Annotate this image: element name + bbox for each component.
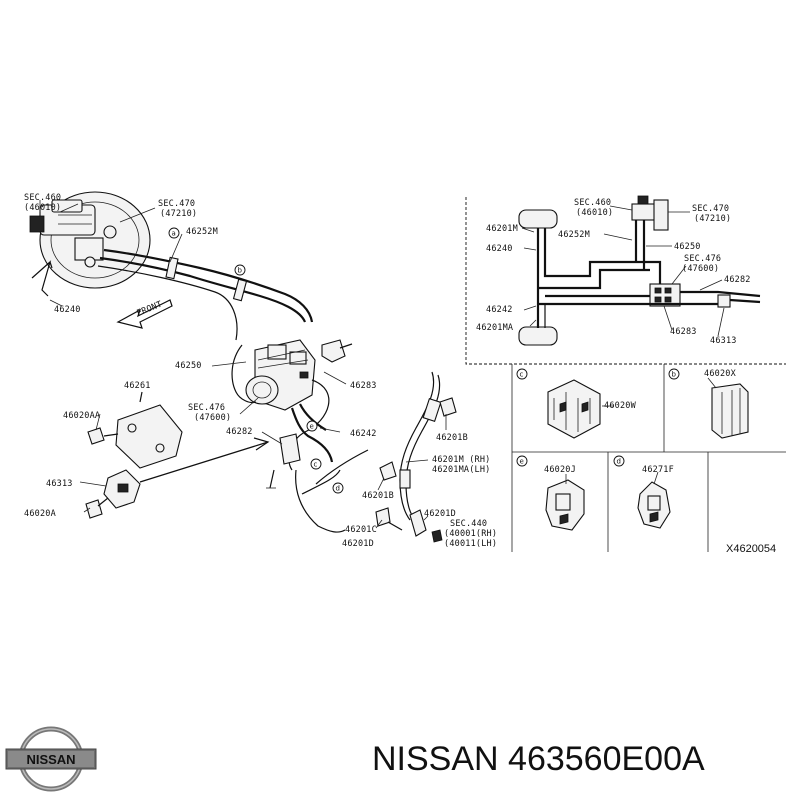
bracket-46313 xyxy=(103,469,141,509)
detail-callout-e: e xyxy=(520,458,524,466)
inset-label-46242: 46242 xyxy=(486,305,513,315)
detail-callout-c: c xyxy=(520,371,524,379)
label-46201d-a: 46201D xyxy=(424,509,456,519)
label-46283: 46283 xyxy=(350,381,377,391)
label-sec440: SEC.440 xyxy=(450,519,487,529)
label-sec440-lh: (40011(LH) xyxy=(444,539,497,549)
main-assembly: a b e c d SEC.460 (46010) SEC.470 (47210… xyxy=(24,191,497,549)
label-sec476: SEC.476 xyxy=(188,403,225,413)
label-46201d-b: 46201D xyxy=(342,539,374,549)
inset-label-sec476: SEC.476 xyxy=(684,254,721,264)
label-46240: 46240 xyxy=(54,305,81,315)
label-46252m: 46252M xyxy=(186,227,218,237)
label-46201b-a: 46201B xyxy=(436,433,468,443)
label-46313: 46313 xyxy=(46,479,73,489)
detail-b: b 46020X xyxy=(668,368,749,439)
label-sec440-rh: (40001(RH) xyxy=(444,529,497,539)
nissan-logo: NISSAN xyxy=(5,726,97,792)
label-sec470-sub: (47210) xyxy=(160,209,197,219)
inset-label-46252m: 46252M xyxy=(558,230,590,240)
detail-label-46020j: 46020J xyxy=(544,465,576,475)
callout-a: a xyxy=(172,230,176,238)
detail-label-46271f: 46271F xyxy=(642,465,674,475)
detail-callout-b: b xyxy=(672,371,677,379)
label-sec470: SEC.470 xyxy=(158,199,195,209)
inset-schematic: SEC.460 (46010) SEC.470 (47210) 46201M 4… xyxy=(465,195,786,365)
inset-label-46201ma: 46201MA xyxy=(476,323,513,333)
flex-hose xyxy=(399,371,443,543)
label-46282: 46282 xyxy=(226,427,253,437)
label-sec460: SEC.460 xyxy=(24,193,61,203)
detail-label-46020x: 46020X xyxy=(704,369,737,379)
inset-label-46282: 46282 xyxy=(724,275,751,285)
label-46201c: 46201C xyxy=(345,525,377,535)
bracket-46261 xyxy=(115,391,183,469)
label-46020a: 46020A xyxy=(24,509,56,519)
label-sec460-sub: (46010) xyxy=(24,203,61,213)
master-cylinder xyxy=(29,191,151,289)
inset-label-sec476-sub: (47600) xyxy=(682,264,719,274)
page-title: NISSAN 463560E00A xyxy=(372,740,705,778)
inset-label-46250: 46250 xyxy=(674,242,701,252)
inset-label-46283: 46283 xyxy=(670,327,697,337)
label-46201ma-lh: 46201MA(LH) xyxy=(432,465,491,475)
inset-label-46313: 46313 xyxy=(710,336,737,346)
inset-label-sec470-sub: (47210) xyxy=(694,214,731,224)
label-46242: 46242 xyxy=(350,429,377,439)
inset-label-sec470: SEC.470 xyxy=(692,204,729,214)
detail-c: c 46020W xyxy=(516,368,637,439)
callout-c: c xyxy=(314,461,318,469)
callout-e: e xyxy=(310,423,314,431)
label-front: FRONT xyxy=(135,300,163,319)
label-46020aa: 46020AA xyxy=(63,411,100,421)
inset-label-sec460-sub: (46010) xyxy=(576,208,613,218)
label-46201b-b: 46201B xyxy=(362,491,394,501)
front-arrow xyxy=(116,299,173,329)
label-46261: 46261 xyxy=(124,381,151,391)
label-46250: 46250 xyxy=(175,361,202,371)
detail-label-46020w: 46020W xyxy=(604,401,637,411)
detail-e: e 46020J xyxy=(516,455,585,531)
inset-label-sec460: SEC.460 xyxy=(574,198,611,208)
label-sec476-sub: (47600) xyxy=(194,413,231,423)
nissan-logo-text: NISSAN xyxy=(26,752,75,767)
inset-label-46240: 46240 xyxy=(486,244,513,254)
diagram-code: X4620054 xyxy=(726,543,776,555)
callout-d: d xyxy=(336,485,340,493)
detail-d: d 46271F xyxy=(613,455,674,529)
label-46201m-rh: 46201M (RH) xyxy=(432,455,491,465)
detail-callout-d: d xyxy=(617,458,621,466)
inset-label-46201m: 46201M xyxy=(486,224,518,234)
detail-grid: c 46020W b 46020X e 46020J xyxy=(511,364,786,552)
abs-actuator xyxy=(245,339,353,411)
callout-b: b xyxy=(238,267,243,275)
